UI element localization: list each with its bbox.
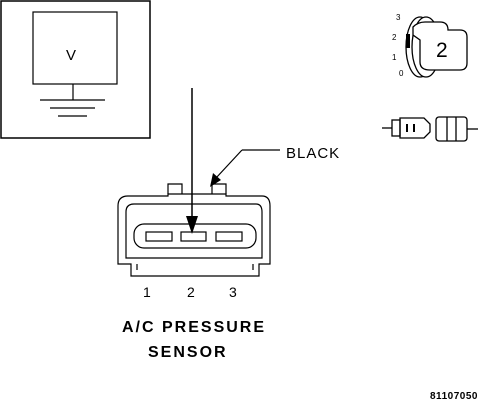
voltmeter-symbol [0,0,151,139]
component-title-line2: SENSOR [148,344,228,361]
black-wire-leader [210,149,280,187]
ignition-position-1: 1 [392,53,397,62]
pressure-sensor-connector [117,183,271,277]
disconnect-connector-icon [382,116,478,142]
pin-number-3: 3 [229,284,237,300]
ground-icon [40,99,105,117]
pin-number-1: 1 [143,284,151,300]
ignition-switch-icon [405,16,468,78]
connector-pin-3 [215,231,243,242]
probe-arrow [186,88,198,234]
ignition-position-3: 3 [396,13,401,22]
ignition-selected-position: 2 [436,39,448,62]
ignition-position-2: 2 [392,33,397,42]
component-title-line1: A/C PRESSURE [122,319,267,336]
wire-color-label: BLACK [286,145,341,162]
ignition-position-0: 0 [399,69,404,78]
pin-number-2: 2 [187,284,195,300]
figure-id: 81107050 [430,391,478,402]
connector-pin-2 [180,231,207,242]
connector-pin-1 [145,231,173,242]
voltmeter-label: V [66,47,77,64]
